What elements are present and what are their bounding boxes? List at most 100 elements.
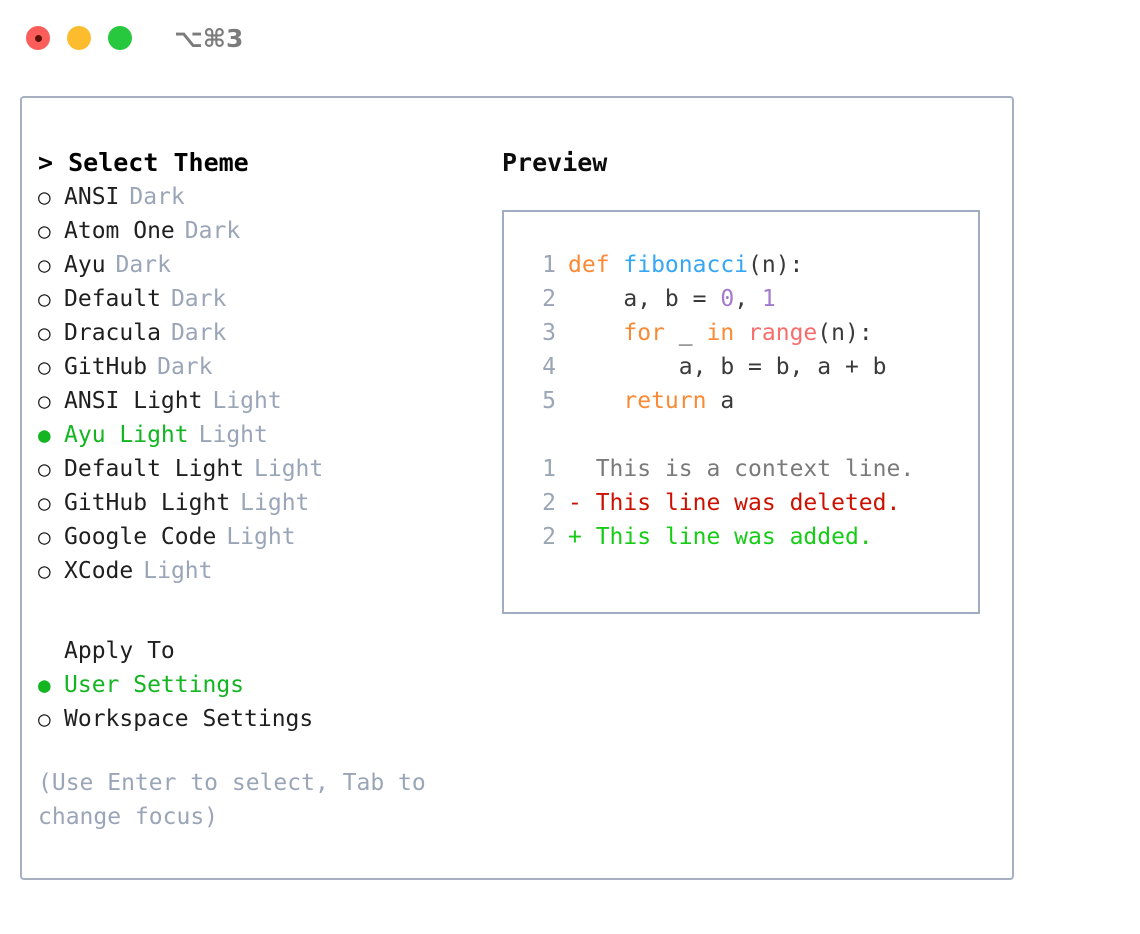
code-line: 4 a, b = b, a + b	[526, 350, 978, 384]
theme-option-google-code[interactable]: ○ Google Code Light	[38, 520, 478, 554]
code-token-pl: a	[706, 388, 735, 414]
apply-to-option-label: Workspace Settings	[64, 706, 314, 732]
theme-option-ayu-light[interactable]: ● Ayu Light Light	[38, 418, 478, 452]
code-token-pl: a, b =	[568, 286, 721, 312]
radio-unselected-icon: ○	[38, 219, 51, 243]
code-line-number: 3	[542, 320, 556, 346]
theme-option-label: Google Code	[64, 524, 217, 550]
diff-sample: 1 This is a context line. 2- This line wa…	[526, 452, 978, 554]
code-token-pl	[568, 388, 623, 414]
theme-option-variant: Light	[198, 422, 268, 448]
theme-option-github[interactable]: ○ GitHub Dark	[38, 350, 478, 384]
code-line-content: for _ in range(n):	[568, 316, 873, 350]
code-token-kw: in	[706, 320, 735, 346]
theme-option-label: Default Light	[64, 456, 245, 482]
radio-unselected-icon: ○	[38, 389, 51, 413]
code-token-kw: def	[568, 252, 624, 278]
apply-to-option-user-settings[interactable]: ● User Settings	[38, 668, 478, 702]
select-theme-heading: > Select Theme	[38, 148, 249, 177]
diff-marker-add: +	[568, 524, 596, 550]
code-token-pl: ,	[734, 286, 762, 312]
code-line-number: 5	[542, 388, 556, 414]
theme-option-atom-one[interactable]: ○ Atom One Dark	[38, 214, 478, 248]
code-line-number: 4	[542, 354, 556, 380]
theme-option-variant: Light	[226, 524, 296, 550]
radio-unselected-icon: ○	[38, 707, 51, 731]
radio-unselected-icon: ○	[38, 321, 51, 345]
code-token-pl: _	[664, 320, 707, 346]
code-line-content: a, b = 0, 1	[568, 282, 776, 316]
code-token-kw: for	[623, 320, 665, 346]
theme-option-label: Default	[64, 286, 161, 312]
code-token-pl	[568, 320, 623, 346]
code-line: 5 return a	[526, 384, 978, 418]
theme-option-ansi-light[interactable]: ○ ANSI Light Light	[38, 384, 478, 418]
code-token-num: 0	[720, 286, 735, 312]
theme-option-variant: Dark	[184, 218, 241, 244]
theme-option-label: GitHub Light	[64, 490, 231, 516]
radio-unselected-icon: ○	[38, 525, 51, 549]
theme-option-variant: Dark	[170, 320, 227, 346]
code-token-pl: (n):	[748, 252, 804, 278]
theme-option-variant: Light	[240, 490, 310, 516]
theme-option-variant: Dark	[115, 252, 171, 278]
code-token-bi: range	[748, 320, 818, 346]
diff-line-content: This is a context line.	[595, 456, 915, 482]
preview-heading: Preview	[502, 148, 608, 177]
diff-line-add: 2 + This line was added.	[526, 520, 978, 554]
radio-unselected-icon: ○	[38, 559, 51, 583]
theme-option-variant: Light	[254, 456, 324, 482]
diff-line-ctx: 1 This is a context line.	[526, 452, 978, 486]
minimize-button[interactable]	[67, 26, 91, 50]
theme-option-label: Ayu Light	[64, 422, 189, 448]
theme-option-label: XCode	[64, 558, 134, 584]
traffic-lights	[26, 26, 132, 50]
radio-unselected-icon: ○	[38, 355, 51, 379]
code-token-num: 1	[761, 286, 776, 312]
shortcut-label: ⌥⌘3	[174, 23, 244, 53]
theme-option-github-light[interactable]: ○ GitHub Light Light	[38, 486, 478, 520]
code-line: 2 a, b = 0, 1	[526, 282, 978, 316]
theme-option-variant: Dark	[157, 354, 213, 380]
radio-unselected-icon: ○	[38, 185, 51, 209]
theme-option-variant: Light	[212, 388, 282, 414]
theme-option-label: Atom One	[64, 218, 175, 244]
code-line-number: 2	[542, 286, 556, 312]
diff-marker-del: -	[568, 490, 596, 516]
code-token-pl: (n):	[817, 320, 873, 346]
code-line-content: a, b = b, a + b	[568, 350, 887, 384]
close-button[interactable]	[26, 26, 50, 50]
radio-unselected-icon: ○	[38, 491, 51, 515]
apply-to-heading: Apply To	[64, 638, 175, 664]
diff-line-content: This line was added.	[595, 524, 873, 550]
code-token-pl	[734, 320, 748, 346]
maximize-button[interactable]	[108, 26, 132, 50]
apply-to-list[interactable]: ● User Settings ○ Workspace Settings	[38, 668, 478, 736]
apply-to-option-label: User Settings	[64, 672, 245, 698]
radio-selected-icon: ●	[38, 673, 51, 697]
radio-selected-icon: ●	[38, 423, 51, 447]
apply-to-option-workspace-settings[interactable]: ○ Workspace Settings	[38, 702, 478, 736]
window-titlebar: ⌥⌘3	[0, 0, 1140, 76]
theme-option-label: ANSI Light	[64, 388, 203, 414]
diff-line-number: 2	[542, 524, 556, 550]
code-token-kw: return	[623, 388, 707, 414]
code-line: 3 for _ in range(n):	[526, 316, 978, 350]
theme-option-label: ANSI	[64, 184, 120, 210]
theme-option-label: GitHub	[64, 354, 148, 380]
diff-line-content: This line was deleted.	[595, 490, 901, 516]
code-line-number: 1	[542, 252, 556, 278]
